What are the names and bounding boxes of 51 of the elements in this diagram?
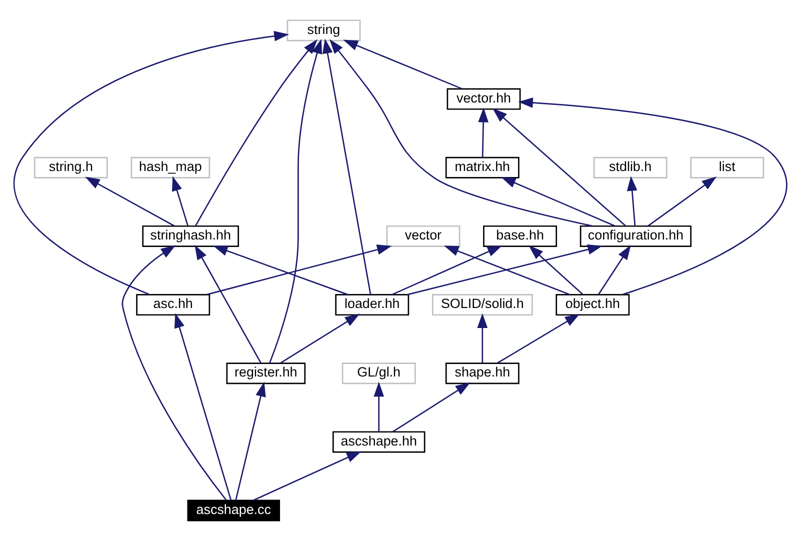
arrow — [626, 176, 638, 226]
node-box: hash_map — [130, 156, 210, 178]
arrow — [172, 176, 188, 226]
arrow — [477, 312, 488, 362]
node-box: asc.hh — [136, 294, 210, 316]
arrow — [212, 245, 348, 295]
arrow — [374, 381, 384, 431]
arrow — [174, 312, 232, 500]
node-box: stdlib.h — [593, 156, 668, 178]
arrow — [496, 313, 580, 364]
node-box: register.hh — [226, 362, 306, 384]
arrow — [194, 38, 318, 226]
node-box: matrix.hh — [445, 156, 520, 178]
arrow — [392, 244, 502, 295]
arrow — [648, 176, 717, 226]
node-box: configuration.hh — [580, 224, 692, 246]
node-box: ascshape.hh — [332, 430, 426, 452]
arrow — [406, 244, 603, 295]
node-box: ascshape.cc — [187, 499, 280, 521]
node-box: GL/gl.h — [342, 362, 416, 384]
arrow — [329, 38, 593, 226]
arrow — [280, 313, 360, 364]
arrow — [392, 382, 470, 432]
node-box: loader.hh — [335, 294, 410, 316]
node-box: vector.hh — [446, 88, 521, 110]
arrow — [322, 38, 372, 294]
arrow — [500, 176, 616, 226]
arrow — [252, 450, 362, 500]
node-box: stringhash.hh — [142, 224, 240, 246]
node-box: shape.hh — [445, 362, 520, 384]
arrow — [268, 38, 322, 363]
node-box: SOLID/solid.h — [432, 294, 533, 316]
node-box: list — [690, 156, 764, 178]
arrow — [478, 106, 488, 157]
arrow — [122, 244, 227, 500]
arrow — [518, 97, 787, 295]
node-box: string — [286, 19, 361, 41]
arrow — [492, 108, 626, 226]
arrow — [206, 244, 392, 295]
arrow — [444, 245, 570, 295]
arrow — [85, 176, 175, 226]
node-box: vector — [386, 224, 460, 246]
arrow — [598, 244, 631, 294]
arrow — [14, 30, 289, 295]
arrow — [235, 381, 266, 500]
node-box: base.hh — [483, 224, 558, 246]
node-box: string.h — [34, 156, 108, 178]
arrow — [194, 244, 262, 364]
arrow — [528, 244, 584, 294]
arrow — [343, 39, 462, 89]
node-box: object.hh — [556, 294, 630, 316]
